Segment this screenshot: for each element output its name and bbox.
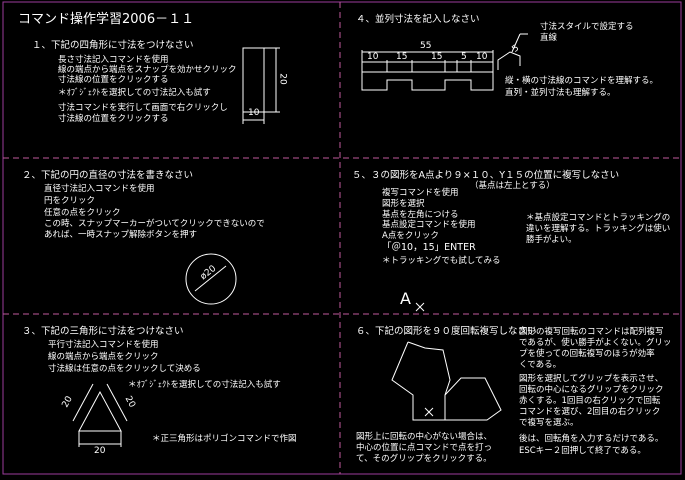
q3-dim-bottom: 20 bbox=[94, 446, 106, 456]
q6-bottom-2: 中心の位置に点コマンドで点を打っ bbox=[356, 443, 493, 453]
q6-text-10: 後は、回転角を入力するだけである。 bbox=[519, 434, 664, 444]
q4-style-label-2: 直線 bbox=[540, 33, 558, 43]
q5-heading-sub: （基点は左上とする） bbox=[470, 181, 555, 191]
q5-note-1: ＊基点設定コマンドとトラッキングの bbox=[526, 213, 671, 223]
q1-line-1: 長さ寸法記入コマンドを使用 bbox=[58, 55, 169, 65]
q4-seg-3: 15 bbox=[431, 52, 443, 62]
q5-line-3: 基点を左角につける bbox=[382, 210, 459, 220]
q1-heading: １、下記の四角形に寸法をつけなさい bbox=[32, 40, 194, 51]
q4-heading: ４、並列寸法を記入しなさい bbox=[356, 14, 480, 25]
q4-shape bbox=[361, 33, 528, 91]
q6-text-3: プを使っての回転複写のほうが効率 bbox=[519, 349, 655, 359]
q4-note-2: 直列・並列寸法も理解する。 bbox=[505, 88, 616, 98]
q4-seg-4: 5 bbox=[461, 52, 467, 62]
q3-note-2: ＊正三角形はポリゴンコマンドで作図 bbox=[152, 434, 297, 444]
q5-line-2: 図形を選択 bbox=[382, 199, 425, 209]
q6-text-5: 図形を選択してグリップを表示させ、 bbox=[519, 374, 664, 384]
q4-style-label: 寸法スタイルで設定する bbox=[540, 22, 634, 32]
q2-line-2: 円をクリック bbox=[44, 196, 96, 206]
q2-circle bbox=[185, 253, 237, 305]
page-title: コマンド操作学習2006－１１ bbox=[18, 12, 195, 27]
q6-text-1: 図形の複写回転のコマンドは配列複写 bbox=[519, 327, 664, 337]
q4-seg-2: 15 bbox=[396, 52, 408, 62]
q6-text-9: で複写を選ぶ。 bbox=[519, 418, 579, 428]
q2-line-4: この時、スナップマーカーがついてクリックできないので bbox=[44, 219, 265, 229]
q4-total: 55 bbox=[420, 41, 432, 51]
q5-note-2: 違いを理解する。トラッキングは使い bbox=[526, 224, 671, 234]
q5-point-cross bbox=[415, 302, 425, 312]
q1-note: ＊ｵﾌﾞｼﾞｪｸﾄを選択しての寸法記入も試す bbox=[58, 88, 211, 98]
q6-heading: ６、下記の図形を９０度回転複写しなさい bbox=[356, 326, 537, 337]
q6-text-4: くである。 bbox=[519, 360, 562, 370]
q6-text-11: ESCキー２回押して終了である。 bbox=[519, 446, 646, 456]
q1-line-2: 線の端点から端点をスナップを効かせクリック bbox=[58, 65, 237, 75]
q5-line-7: ＊トラッキングでも試してみる bbox=[382, 256, 501, 266]
q2-line-3: 任意の点をクリック bbox=[44, 208, 121, 218]
q4-note-1: 縦・横の寸法線のコマンドを理解する。 bbox=[505, 76, 659, 86]
q2-heading: ２、下記の円の直径の寸法を書きなさい bbox=[22, 170, 194, 181]
q6-shape bbox=[391, 341, 502, 421]
q2-line-5: あれば、一時スナップ解除ボタンを押す bbox=[44, 230, 198, 240]
q6-text-6: 回転の中心になるグリップをクリック bbox=[519, 385, 664, 395]
q6-text-7: 赤くする。1回目の右クリックで回転 bbox=[519, 396, 661, 406]
q1-dim-width: 10 bbox=[248, 108, 260, 118]
q1-rectangle bbox=[242, 47, 280, 124]
q6-text-2: であるが、使い勝手がよくない。グリッ bbox=[519, 338, 672, 348]
q6-bottom-1: 図形上に回転の中心がない場合は、 bbox=[356, 432, 493, 442]
q5-point-label: A bbox=[400, 289, 411, 308]
q4-seg-1: 10 bbox=[367, 52, 379, 62]
q1-line-3: 寸法線の位置をクリックする bbox=[58, 75, 169, 85]
q1-line-4: 寸法コマンドを実行して画面で右クリックし bbox=[58, 103, 228, 113]
q3-line-2: 線の端点から端点をクリック bbox=[48, 352, 159, 362]
q3-triangle bbox=[72, 383, 128, 447]
q3-line-3: 寸法線は任意の点をクリックして決める bbox=[48, 364, 201, 374]
q1-line-5: 寸法線の位置をクリックする bbox=[58, 114, 169, 124]
q3-note: ＊ｵﾌﾞｼﾞｪｸﾄを選択しての寸法記入も試す bbox=[128, 380, 281, 390]
q5-line-4: 基点設定コマンドを使用 bbox=[382, 220, 476, 230]
q2-line-1: 直径寸法記入コマンドを使用 bbox=[44, 184, 155, 194]
q4-seg-5: 10 bbox=[476, 52, 488, 62]
q3-line-1: 平行寸法記入コマンドを使用 bbox=[48, 340, 159, 350]
q1-dim-height: 20 bbox=[277, 73, 288, 85]
q5-line-1: 複写コマンドを使用 bbox=[382, 188, 459, 198]
q5-line-5: A点をクリック bbox=[382, 231, 439, 241]
q6-bottom-3: て、そのグリップをクリックする。 bbox=[356, 454, 492, 464]
q6-text-8: コマンドを選び、2回目の右クリック bbox=[519, 407, 661, 417]
q5-note-3: 勝手がよい。 bbox=[526, 235, 577, 245]
q3-heading: ３、下記の三角形に寸法をつけなさい bbox=[22, 326, 184, 337]
q5-heading: ５、３の図形をA点より９×１０、Y１５の位置に複写しなさい bbox=[352, 170, 620, 181]
q5-line-6: 「＠10，15」ENTER bbox=[382, 242, 476, 253]
